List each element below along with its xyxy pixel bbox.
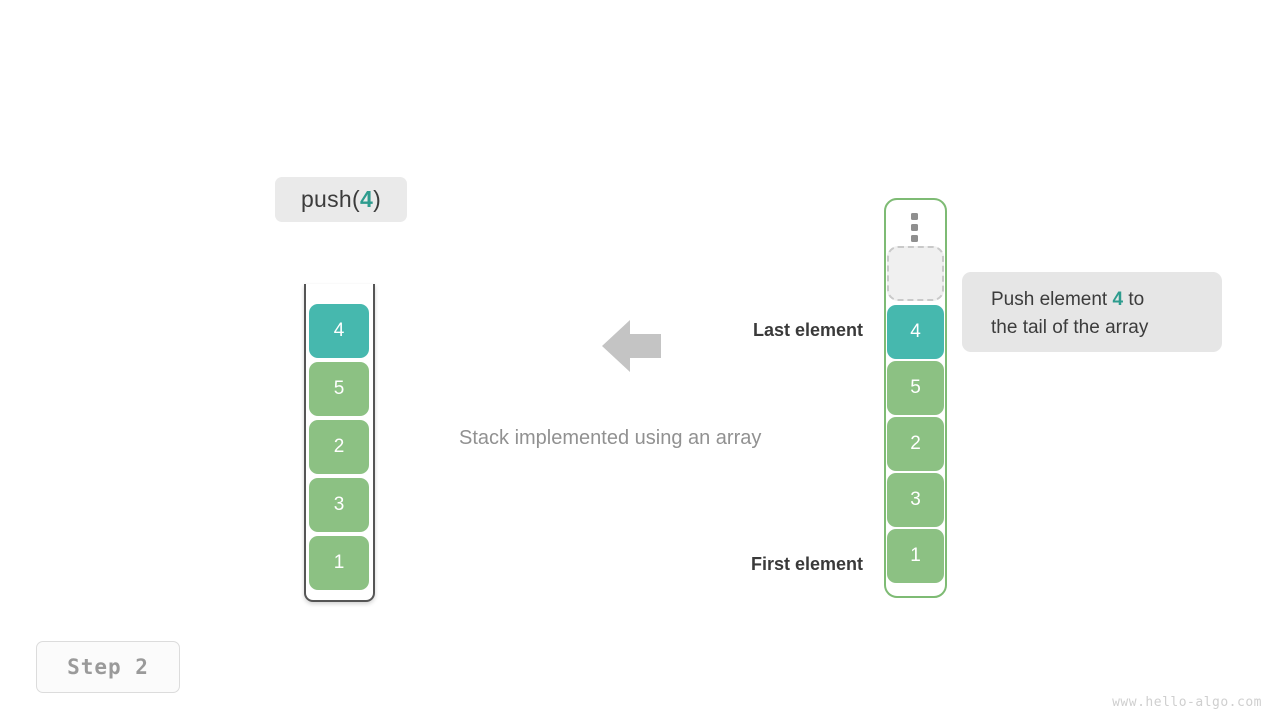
watermark: www.hello-algo.com <box>1112 695 1262 710</box>
stack-cell: 5 <box>309 362 369 416</box>
stack-cell: 4 <box>309 304 369 358</box>
left-arrow-icon <box>602 320 661 372</box>
note-accent-value: 4 <box>1112 289 1124 310</box>
array-cell-list: 4 5 2 3 1 <box>887 305 944 583</box>
step-badge: Step 2 <box>36 641 180 693</box>
note-line2: the tail of the array <box>991 317 1149 338</box>
operation-label: push(4) <box>275 177 407 222</box>
stack-cell: 2 <box>309 420 369 474</box>
array-cell: 2 <box>887 417 944 471</box>
operation-argument: 4 <box>359 186 374 212</box>
note-line1-before: Push element <box>991 289 1113 310</box>
operation-prefix: push( <box>300 186 360 212</box>
first-element-label: First element <box>750 554 863 574</box>
ellipsis-dot <box>910 235 918 242</box>
last-element-label: Last element <box>752 320 863 340</box>
note-bubble: Push element 4 to the tail of the array <box>962 272 1222 352</box>
stack-cell: 3 <box>309 478 369 532</box>
stack-cell-list: 4 5 2 3 1 <box>309 304 369 590</box>
ellipsis-dot <box>910 213 918 220</box>
operation-suffix: ) <box>373 186 382 212</box>
stack-cell: 1 <box>309 536 369 590</box>
array-cell: 5 <box>887 361 944 415</box>
array-cell: 3 <box>887 473 944 527</box>
ellipsis-dot <box>910 224 918 231</box>
array-cell: 1 <box>887 529 944 583</box>
vertical-ellipsis-icon <box>910 213 918 242</box>
array-empty-slot <box>887 246 944 301</box>
note-line1-after: to <box>1123 289 1145 310</box>
array-cell: 4 <box>887 305 944 359</box>
diagram-caption: Stack implemented using an array <box>459 427 762 449</box>
